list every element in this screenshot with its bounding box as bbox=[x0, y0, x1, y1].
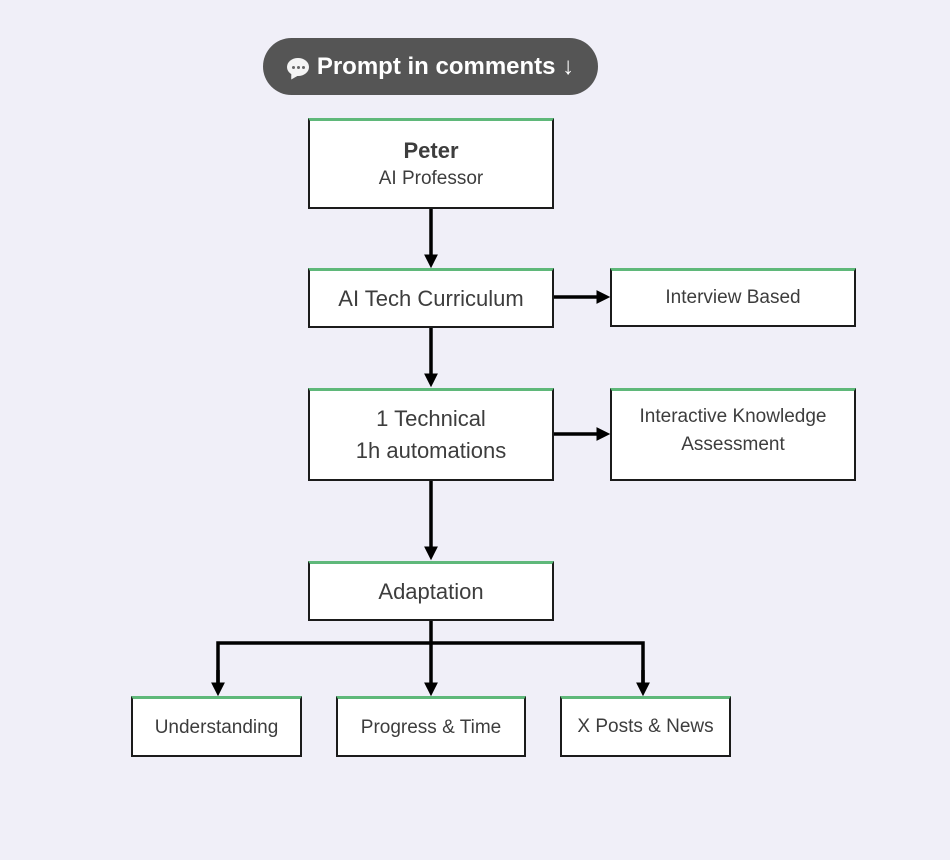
speech-bubble-icon bbox=[286, 57, 309, 76]
node-adaptation-label: Adaptation bbox=[378, 578, 484, 604]
node-knowledge-assessment[interactable]: Interactive Knowledge Assessment bbox=[610, 388, 856, 481]
node-technical-line2: 1h automations bbox=[355, 438, 507, 463]
node-technical-line1: 1 Technical bbox=[376, 406, 486, 431]
prompt-banner[interactable]: Prompt in comments ↓ bbox=[263, 38, 598, 95]
node-technical[interactable]: 1 Technical 1h automations bbox=[308, 388, 554, 481]
node-understanding-label: Understanding bbox=[154, 717, 279, 738]
node-peter-name: Peter bbox=[403, 138, 459, 163]
node-understanding[interactable]: Understanding bbox=[131, 696, 302, 757]
node-knowledge-assessment-line2: Assessment bbox=[681, 434, 785, 455]
node-peter-role: AI Professor bbox=[378, 168, 484, 189]
node-interview-based-label: Interview Based bbox=[665, 287, 801, 308]
node-adaptation[interactable]: Adaptation bbox=[308, 561, 554, 621]
node-interview-based[interactable]: Interview Based bbox=[610, 268, 856, 327]
node-x-posts-news[interactable]: X Posts & News bbox=[560, 696, 731, 757]
node-x-posts-news-label: X Posts & News bbox=[577, 716, 714, 737]
node-ai-tech-curriculum-label: AI Tech Curriculum bbox=[338, 285, 524, 311]
node-progress-time-label: Progress & Time bbox=[360, 717, 502, 738]
node-knowledge-assessment-line1: Interactive Knowledge bbox=[639, 406, 827, 427]
prompt-banner-label: Prompt in comments ↓ bbox=[316, 52, 575, 80]
node-progress-time[interactable]: Progress & Time bbox=[336, 696, 526, 757]
node-ai-tech-curriculum[interactable]: AI Tech Curriculum bbox=[308, 268, 554, 328]
node-peter[interactable]: Peter AI Professor bbox=[308, 118, 554, 209]
